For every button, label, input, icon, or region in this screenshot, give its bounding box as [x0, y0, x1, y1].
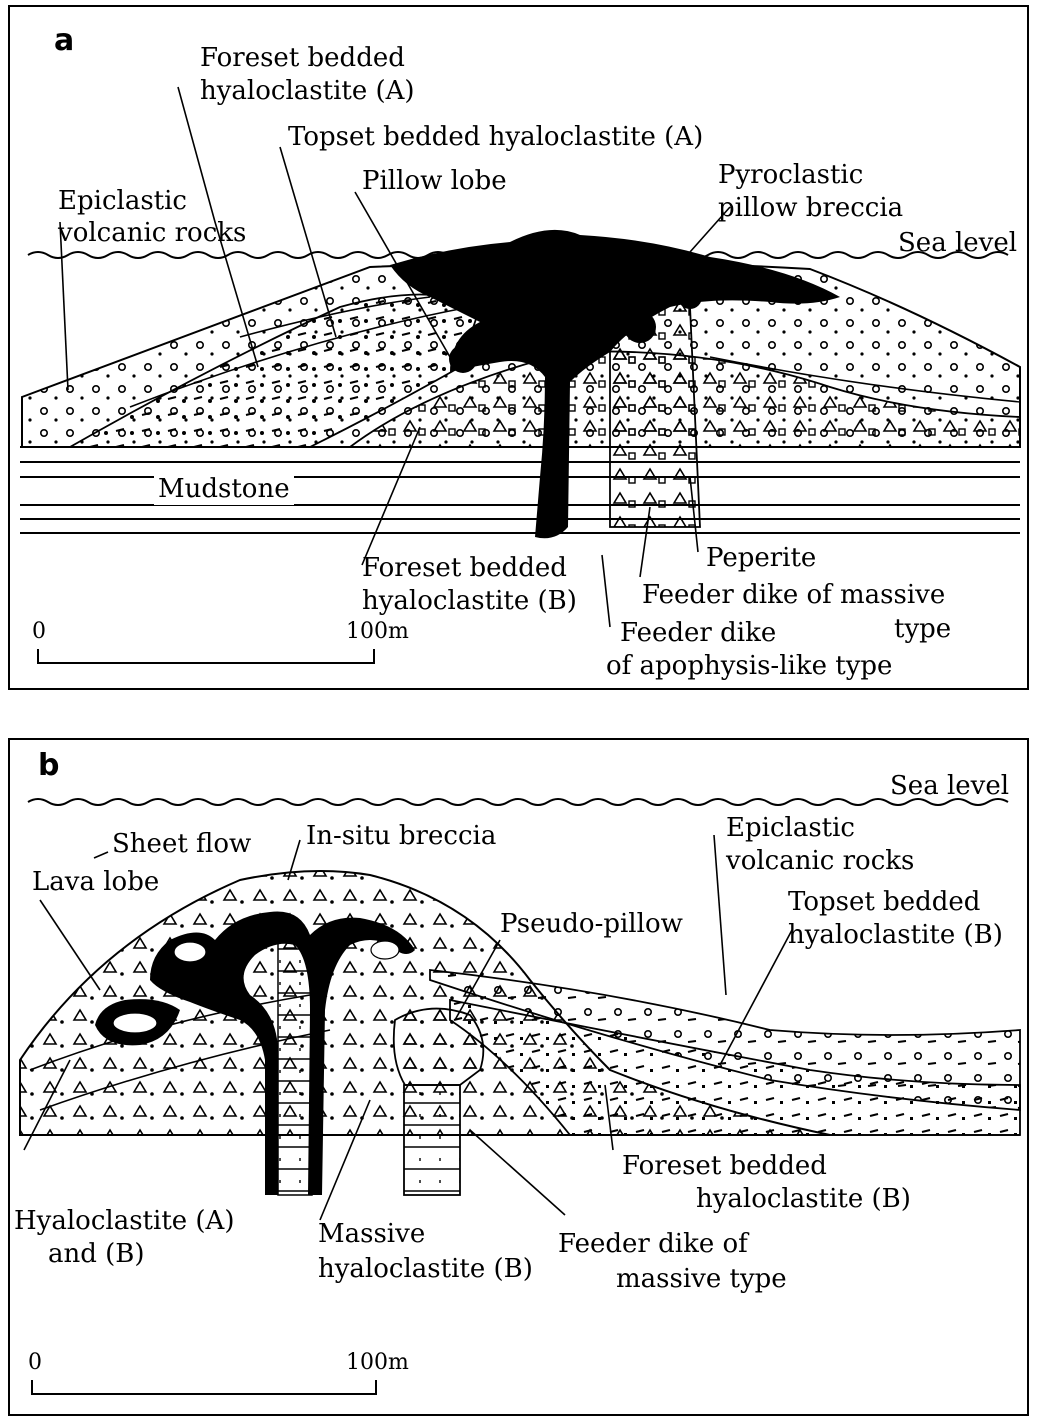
- feeder-dike-massive-type: [404, 1085, 460, 1195]
- label-epiclastic-line1: Epiclastic: [58, 185, 187, 217]
- label-topset-b-line2: hyaloclastite (B): [788, 919, 1003, 951]
- label-foreset-b-line2: hyaloclastite (B): [696, 1183, 911, 1215]
- sea-level-line: [28, 799, 1008, 805]
- label-topset-a: Topset bedded hyaloclastite (A): [288, 121, 703, 153]
- label-feeder-massive-line1: Feeder dike of: [558, 1228, 748, 1260]
- pseudo-pillow: [394, 1009, 484, 1085]
- label-epiclastic-line1: Epiclastic: [726, 812, 855, 844]
- scale-bar: [38, 649, 374, 663]
- label-hyaloclastite-ab-line2: and (B): [48, 1238, 145, 1270]
- label-sheet-flow: Sheet flow: [112, 828, 251, 860]
- label-feeder-massive-line2: type: [894, 613, 951, 645]
- label-foreset-b-line2: hyaloclastite (B): [362, 585, 577, 617]
- label-pillow-lobe: Pillow lobe: [362, 165, 507, 197]
- label-feeder-massive-line2: massive type: [616, 1263, 787, 1295]
- pillow-lobe: [449, 345, 477, 373]
- panel-letter: b: [38, 748, 59, 783]
- label-pseudo-pillow: Pseudo-pillow: [500, 908, 683, 940]
- label-foreset-b-line1: Foreset bedded: [362, 552, 567, 584]
- label-sea-level: Sea level: [890, 770, 1009, 802]
- label-pyroclastic-line1: Pyroclastic: [718, 159, 863, 191]
- label-topset-b-line1: Topset bedded: [788, 886, 980, 918]
- panel-letter: a: [54, 23, 74, 58]
- scale-bar: [32, 1380, 376, 1394]
- label-epiclastic-line2: volcanic rocks: [726, 845, 914, 877]
- scale-start: 0: [32, 619, 46, 644]
- label-foreset-a-line1: Foreset bedded: [200, 42, 405, 74]
- scale-start: 0: [28, 1350, 42, 1375]
- label-peperite: Peperite: [706, 542, 816, 574]
- label-lava-lobe: Lava lobe: [32, 866, 159, 898]
- label-foreset-a-line2: hyaloclastite (A): [200, 75, 415, 107]
- label-feeder-apophysis-line2: of apophysis-like type: [606, 650, 892, 682]
- panel-b: b Sea level Sheet flow In-situ breccia L…: [8, 738, 1029, 1416]
- label-hyaloclastite-ab-line1: Hyaloclastite (A): [14, 1205, 234, 1237]
- label-feeder-massive-line1: Feeder dike of massive: [642, 579, 945, 611]
- label-feeder-apophysis-line1: Feeder dike: [620, 617, 776, 649]
- label-foreset-b-line1: Foreset bedded: [622, 1150, 827, 1182]
- label-pyroclastic-line2: pillow breccia: [718, 192, 903, 224]
- panel-a: a Foreset bedded hyaloclastite (A) Topse…: [8, 5, 1029, 690]
- label-epiclastic-line2: volcanic rocks: [58, 217, 246, 249]
- scale-end: 100m: [346, 1350, 409, 1375]
- label-sea-level: Sea level: [898, 227, 1017, 259]
- scale-end: 100m: [346, 619, 409, 644]
- label-in-situ-breccia: In-situ breccia: [306, 820, 496, 852]
- label-mudstone: Mudstone: [154, 473, 294, 505]
- label-massive-line2: hyaloclastite (B): [318, 1253, 533, 1285]
- label-massive-line1: Massive: [318, 1218, 425, 1250]
